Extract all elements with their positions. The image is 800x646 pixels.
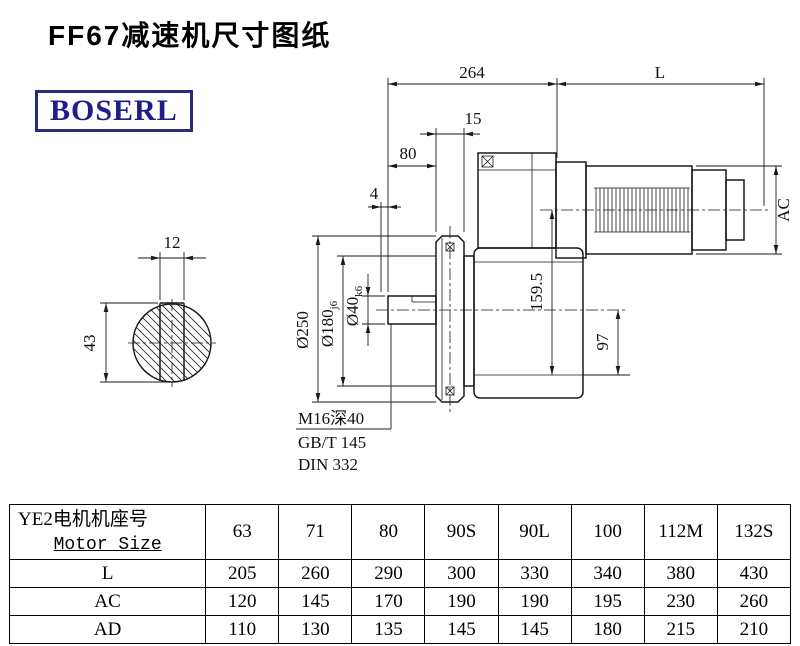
- flange-pilot: [463, 255, 475, 387]
- value-cell: 430: [716, 559, 792, 588]
- section-hatching: [132, 303, 212, 383]
- value-cell: 110: [205, 615, 280, 644]
- mounting-flange: [435, 235, 465, 403]
- eyebolt-detail: [481, 155, 494, 168]
- value-cell: 180: [570, 615, 645, 644]
- size-cell: 112M: [643, 504, 718, 560]
- dim-dia-250: Ø250: [293, 235, 436, 403]
- dim-L: L: [557, 63, 765, 206]
- motor-size-table: YE2电机机座号 Motor Size 63 71 80 90S 90L 100…: [8, 504, 792, 644]
- dim-dia-250-label: Ø250: [293, 311, 312, 349]
- value-cell: 190: [497, 587, 572, 616]
- dim-80: 80: [388, 144, 436, 169]
- value-cell: 145: [424, 615, 499, 644]
- thread-note-line2: GB/T 145: [298, 433, 366, 452]
- brand-logo: BOSERL: [35, 90, 193, 132]
- table-header-en: Motor Size: [53, 535, 162, 555]
- dim-15-label: 15: [465, 109, 482, 128]
- size-cell: 90S: [424, 504, 499, 560]
- dim-4-label: 4: [370, 184, 379, 203]
- thread-note-line1: M16深40: [298, 409, 364, 428]
- brand-logo-text: BOSERL: [50, 94, 178, 127]
- value-cell: 330: [497, 559, 572, 588]
- value-cell: 260: [716, 587, 792, 616]
- dim-dia-180: Ø180j6: [318, 255, 436, 387]
- dim-AC-label: AC: [774, 198, 793, 222]
- size-cell: 63: [205, 504, 280, 560]
- reducer-side-view: [376, 152, 770, 412]
- size-cell: 132S: [716, 504, 792, 560]
- thread-note-line3: DIN 332: [298, 455, 358, 474]
- size-cell: 90L: [497, 504, 572, 560]
- dim-L-label: L: [655, 63, 665, 82]
- dim-159-5: 159.5: [527, 210, 555, 375]
- row-label: L: [8, 559, 207, 588]
- dim-dia-40: Ø40k6: [343, 274, 385, 346]
- value-cell: 380: [643, 559, 718, 588]
- row-label: AD: [8, 615, 207, 644]
- dim-159-5-label: 159.5: [527, 273, 546, 311]
- dim-dia-40-label: Ø40k6: [343, 285, 365, 326]
- dim-15: 15: [420, 109, 482, 232]
- value-cell: 205: [205, 559, 280, 588]
- dim-43: 43: [80, 302, 168, 383]
- size-cell: 100: [570, 504, 645, 560]
- value-cell: 290: [351, 559, 426, 588]
- row-label: AC: [8, 587, 207, 616]
- table-header-row: YE2电机机座号 Motor Size 63 71 80 90S 90L 100…: [8, 504, 792, 560]
- table-header-cn: YE2电机机座号: [18, 509, 148, 530]
- header-cell-motor-size: YE2电机机座号 Motor Size: [8, 504, 207, 560]
- value-cell: 340: [570, 559, 645, 588]
- dim-dia-180-label: Ø180j6: [318, 300, 340, 347]
- gear-housing: [473, 247, 584, 399]
- dim-AC: AC: [696, 165, 793, 255]
- value-cell: 215: [643, 615, 718, 644]
- dim-12: 12: [138, 233, 206, 300]
- value-cell: 145: [497, 615, 572, 644]
- shaft-section-view: [128, 299, 216, 387]
- value-cell: 210: [716, 615, 792, 644]
- table-row-AD: AD 110 130 135 145 145 180 215 210: [8, 615, 792, 644]
- value-cell: 130: [278, 615, 353, 644]
- dim-43-label: 43: [80, 335, 99, 352]
- table-row-AC: AC 120 145 170 190 190 195 230 260: [8, 587, 792, 616]
- dimension-drawing: 264 L 15: [80, 63, 793, 474]
- dim-12-label: 12: [164, 233, 181, 252]
- value-cell: 135: [351, 615, 426, 644]
- value-cell: 195: [570, 587, 645, 616]
- dimensions: 264 L 15: [80, 63, 793, 474]
- value-cell: 260: [278, 559, 353, 588]
- thread-note: M16深40 GB/T 145 DIN 332: [296, 324, 392, 474]
- size-cell: 71: [278, 504, 353, 560]
- value-cell: 120: [205, 587, 280, 616]
- value-cell: 145: [278, 587, 353, 616]
- value-cell: 230: [643, 587, 718, 616]
- dim-80-label: 80: [400, 144, 417, 163]
- size-cell: 80: [351, 504, 426, 560]
- dim-97-label: 97: [593, 333, 612, 351]
- value-cell: 190: [424, 587, 499, 616]
- value-cell: 170: [351, 587, 426, 616]
- dim-97: 97: [583, 310, 630, 376]
- value-cell: 300: [424, 559, 499, 588]
- dim-264-label: 264: [459, 63, 485, 82]
- dim-4: 4: [368, 184, 401, 292]
- page-title: FF67减速机尺寸图纸: [48, 20, 332, 51]
- table-row-L: L 205 260 290 300 330 340 380 430: [8, 559, 792, 588]
